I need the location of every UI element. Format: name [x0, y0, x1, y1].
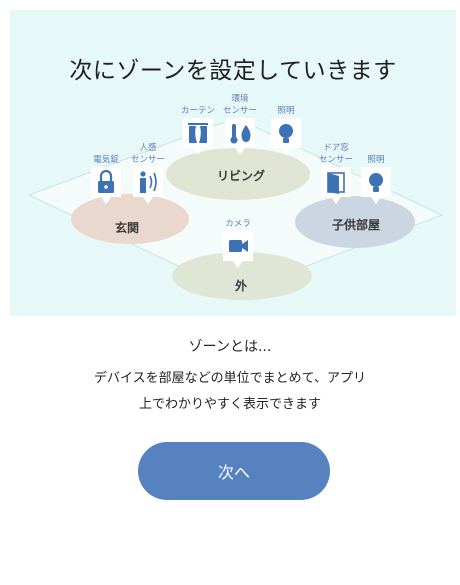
camera-icon [229, 240, 248, 252]
page-title: 次にゾーンを設定していきます [69, 58, 397, 84]
light-bulb-icon [279, 124, 293, 143]
zone-entrance-area [71, 194, 189, 244]
pin-environment-sensor [225, 118, 255, 155]
device-label-light-living: 照明 [277, 106, 294, 116]
next-button[interactable]: 次へ [138, 442, 330, 500]
zone-illustration-panel: 次にゾーンを設定していきます 玄関 リビング 子供部屋 外 電気錠 人感 センサ… [10, 10, 456, 316]
zone-label-outside: 外 [235, 278, 247, 293]
zone-description-line-1: デバイスを部屋などの単位でまとめて、アプリ [94, 371, 366, 386]
door-icon [327, 172, 345, 194]
device-label-door-1: ドア窓 [323, 142, 349, 153]
zone-label-entrance: 玄関 [115, 220, 139, 235]
device-label-curtain: カーテン [181, 106, 215, 116]
zone-description: デバイスを部屋などの単位でまとめて、アプリ 上でわかりやすく表示できます [0, 366, 460, 418]
pin-light-living [271, 118, 301, 155]
zone-label-living: リビング [217, 168, 265, 183]
zone-living-area [166, 148, 310, 200]
zone-description-line-2: 上でわかりやすく表示できます [138, 397, 321, 412]
device-label-motion-1: 人感 [139, 142, 157, 153]
zone-kids-room-area [295, 196, 415, 248]
person-icon [140, 171, 146, 193]
zone-outside-area [172, 252, 312, 300]
pin-lock [91, 167, 121, 204]
light-bulb-icon [369, 173, 383, 192]
device-label-light-kids: 照明 [367, 155, 384, 165]
device-label-camera: カメラ [225, 219, 251, 229]
pin-light-kids [361, 167, 391, 204]
pin-motion-sensor [133, 167, 163, 204]
floor-plate [27, 117, 444, 294]
device-label-lock: 電気錠 [93, 154, 119, 165]
curtain-icon [188, 123, 208, 143]
zone-label-kids-room: 子供部屋 [332, 217, 380, 232]
lock-icon [99, 169, 113, 181]
thermometer-icon [230, 124, 238, 144]
pin-curtain [183, 118, 213, 155]
device-label-env-1: 環境 [231, 93, 249, 104]
device-label-motion-2: センサー [131, 155, 165, 165]
water-drop-icon [241, 125, 251, 142]
zone-definition-heading: ゾーンとは... [188, 339, 272, 355]
device-label-env-2: センサー [223, 106, 257, 116]
pin-door-sensor [321, 167, 351, 204]
zone-map-illustration: 玄関 リビング 子供部屋 外 電気錠 人感 センサー カーテン 環境 センサー … [27, 93, 444, 300]
pin-camera [223, 231, 253, 268]
device-label-door-2: センサー [319, 155, 353, 165]
wave-icon [149, 172, 157, 192]
